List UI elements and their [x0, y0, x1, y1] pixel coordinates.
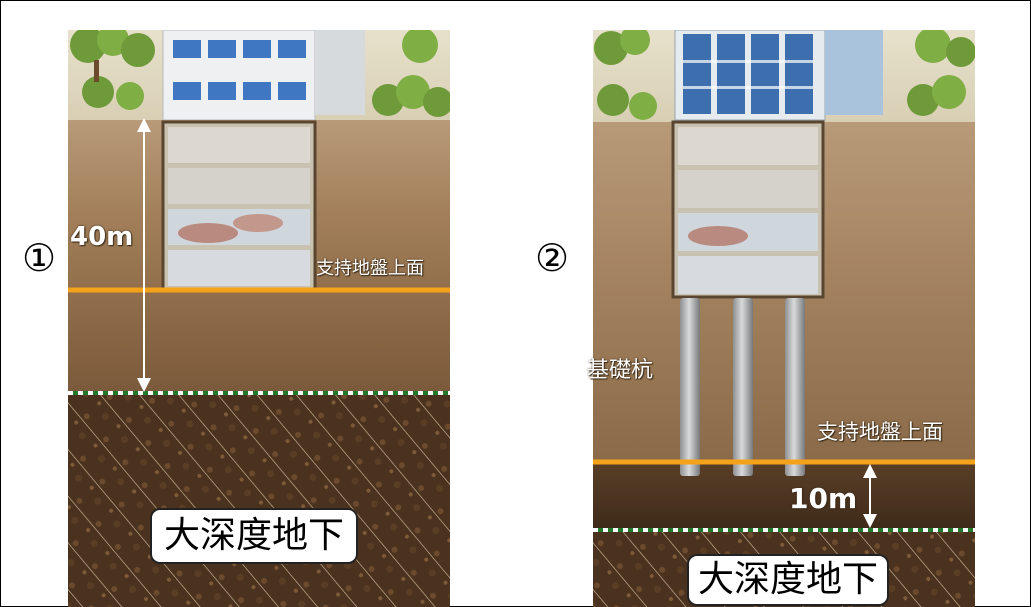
- trees-right: [907, 30, 975, 116]
- bearing-stratum: [593, 462, 975, 530]
- deep-underground-label: 大深度地下: [687, 554, 889, 606]
- panel-2-annotations: [593, 459, 975, 532]
- trees-right: [323, 30, 450, 117]
- panel-1-illustration: [68, 30, 450, 607]
- bearing-stratum-label: 支持地盤上面: [817, 420, 943, 444]
- bearing-stratum-label: 支持地盤上面: [316, 258, 424, 279]
- basement-floors: [671, 120, 825, 299]
- trees-left: [594, 30, 657, 120]
- trees-left: [70, 30, 155, 110]
- depth-arrow: [863, 464, 877, 528]
- foundation-piles: [680, 298, 805, 476]
- depth-label-40m: 40m: [70, 222, 134, 252]
- deep-underground-label: 大深度地下: [150, 508, 358, 564]
- panel-number-1: ①: [22, 236, 57, 280]
- deep-underground: [68, 393, 450, 607]
- basement-floors: [161, 120, 317, 292]
- pile-label: 基礎杭: [587, 358, 654, 383]
- depth-arrow: [137, 118, 151, 392]
- panel-1-annotations: [68, 118, 450, 395]
- depth-label-10m: 10m: [789, 482, 858, 515]
- panel-number-2: ②: [535, 236, 570, 280]
